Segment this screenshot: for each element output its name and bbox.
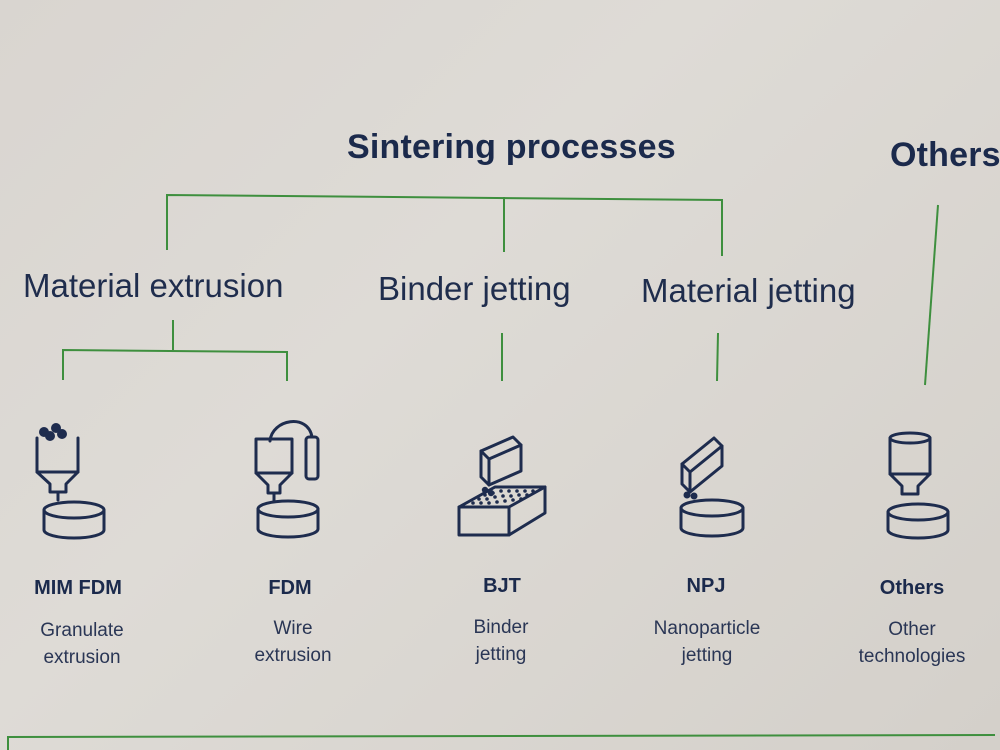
desc-line-1: Granulate <box>40 620 124 641</box>
process-desc-mim-fdm: Granulate extrusion <box>12 617 152 671</box>
desc-line-1: Wire <box>273 618 313 639</box>
desc-line-2: technologies <box>858 646 966 667</box>
desc-line-1: Binder <box>473 617 529 638</box>
process-code-bjt: BJT <box>483 575 521 597</box>
extrusion-bracket <box>62 348 288 381</box>
bottom-box-edge <box>7 734 996 750</box>
others-title: Others <box>890 136 1000 174</box>
desc-line-2: extrusion <box>43 647 121 668</box>
desc-line-2: extrusion <box>254 645 332 666</box>
desc-line-1: Nanoparticle <box>653 618 761 639</box>
process-code-npj: NPJ <box>686 575 726 597</box>
desc-line-1: Other <box>888 619 936 640</box>
process-desc-npj: Nanoparticle jetting <box>632 615 782 669</box>
sintering-bracket <box>166 193 723 256</box>
process-code-fdm: FDM <box>268 577 312 599</box>
category-material-extrusion: Material extrusion <box>23 267 284 304</box>
generic-process-icon <box>886 431 950 540</box>
desc-line-2: jetting <box>681 645 733 666</box>
category-material-jetting: Material jetting <box>641 272 856 309</box>
process-code-mim-fdm: MIM FDM <box>34 577 122 599</box>
category-binder-jetting: Binder jetting <box>378 270 571 307</box>
others-connector <box>924 204 939 386</box>
binder-jetting-icon <box>457 435 547 537</box>
desc-line-2: jetting <box>475 644 527 665</box>
sintering-processes-title: Sintering processes <box>347 128 676 166</box>
process-desc-others: Other technologies <box>838 616 986 670</box>
process-desc-bjt: Binder jetting <box>441 614 561 668</box>
wire-extruder-icon <box>254 420 320 539</box>
nanoparticle-jetting-icon <box>679 436 745 538</box>
material-jetting-connector <box>716 332 719 382</box>
process-desc-fdm: Wire extrusion <box>228 615 358 669</box>
granulate-extruder-icon <box>35 423 106 540</box>
process-code-others: Others <box>879 577 945 599</box>
